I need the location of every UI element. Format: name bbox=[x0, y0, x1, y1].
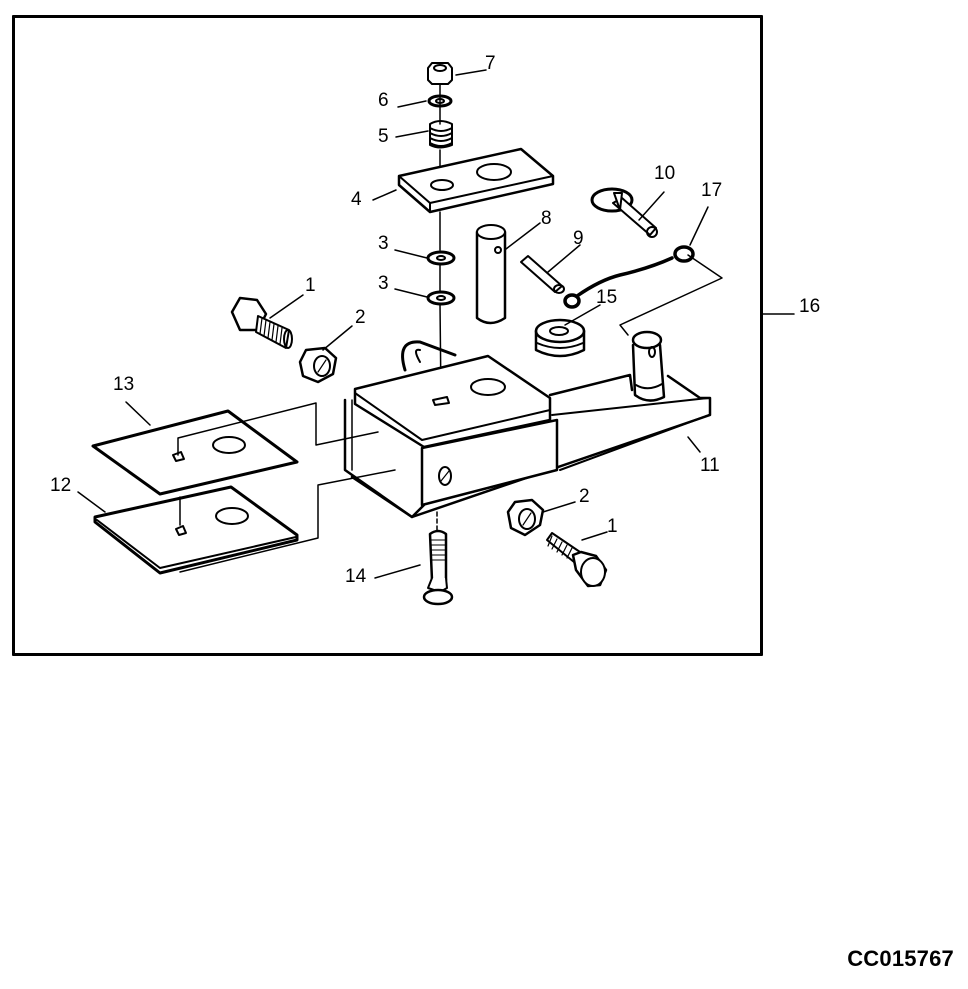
part-spacer-15 bbox=[534, 318, 586, 358]
projection-line-shim-14 bbox=[177, 402, 379, 456]
projection-line-shim-13 bbox=[179, 469, 396, 573]
figure-id: CC015767 bbox=[847, 946, 954, 971]
callout-5: 5 bbox=[378, 126, 389, 147]
callout-11: 11 bbox=[700, 455, 720, 476]
part-pin-8 bbox=[475, 224, 507, 325]
part-bolt-1-upper bbox=[230, 296, 293, 349]
callout-15: 15 bbox=[596, 287, 617, 308]
callout-1-lower: 1 bbox=[607, 516, 618, 537]
part-nut-7 bbox=[427, 62, 453, 85]
part-frame-bracket-11 bbox=[343, 330, 712, 519]
part-spring-5 bbox=[429, 120, 453, 149]
diagram-frame bbox=[12, 15, 763, 656]
callout-17: 17 bbox=[701, 180, 722, 201]
part-washer-3-upper bbox=[426, 250, 456, 266]
part-cable-17 bbox=[563, 245, 695, 309]
callout-6: 6 bbox=[378, 90, 389, 111]
part-nut-2-upper bbox=[298, 346, 338, 384]
callout-9: 9 bbox=[573, 228, 584, 249]
callout-16: 16 bbox=[799, 296, 820, 317]
part-shim-14 bbox=[91, 409, 299, 496]
part-bolt-1-lower bbox=[546, 532, 608, 588]
part-shim-13 bbox=[93, 485, 299, 575]
callout-12: 14 bbox=[345, 566, 367, 587]
part-bolt-12 bbox=[422, 511, 454, 606]
leader-lines bbox=[77, 69, 795, 579]
part-plate-4 bbox=[397, 147, 555, 214]
part-roll-pin-9 bbox=[520, 255, 565, 294]
callout-8: 8 bbox=[541, 208, 552, 229]
part-nut-2-lower bbox=[506, 498, 545, 537]
callout-10: 10 bbox=[654, 163, 675, 184]
callout-7: 7 bbox=[485, 53, 496, 74]
callout-2-upper: 2 bbox=[355, 307, 366, 328]
callout-13: 12 bbox=[50, 475, 71, 496]
callout-2-lower: 2 bbox=[579, 486, 590, 507]
callout-3-upper: 3 bbox=[378, 233, 389, 254]
part-washer-3-lower bbox=[426, 290, 456, 306]
part-lynch-pin-10 bbox=[590, 187, 658, 238]
callout-14: 13 bbox=[113, 374, 134, 395]
callout-3-lower: 3 bbox=[378, 273, 389, 294]
callout-1-upper: 1 bbox=[305, 275, 316, 296]
callout-labels: 7 6 5 4 3 3 8 9 10 17 15 1 2 13 12 11 14… bbox=[50, 53, 820, 587]
callout-4: 4 bbox=[351, 189, 362, 210]
projection-line-assembly bbox=[619, 254, 723, 336]
